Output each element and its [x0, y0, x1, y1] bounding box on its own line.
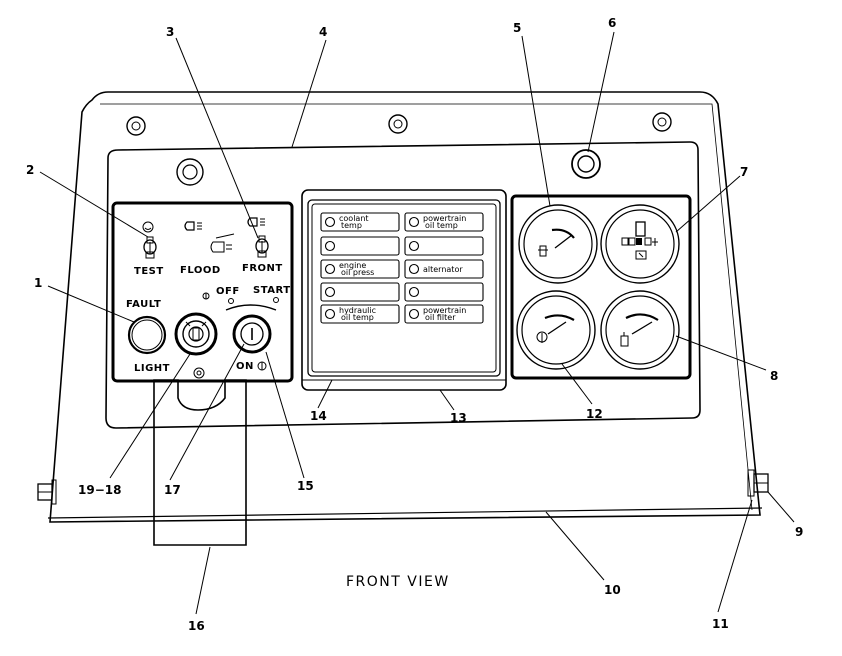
view-title: FRONT VIEW: [346, 574, 450, 590]
coolant-temp-gauge: [518, 204, 598, 284]
indicator-module-bezel: [311, 203, 497, 373]
callout-7: 7: [740, 165, 748, 179]
mounting-plate: [49, 91, 761, 523]
callout-19-18: 19−18: [78, 483, 121, 497]
on-label: ON: [236, 361, 254, 372]
front-toggle-switch[interactable]: [255, 235, 269, 258]
indicator-label: powertrain: [423, 214, 466, 223]
indicator-label: temp: [341, 221, 362, 230]
key-switch[interactable]: [174, 312, 218, 356]
indicator-label: coolant: [339, 214, 369, 223]
start-button[interactable]: [225, 297, 279, 371]
indicator-label: oil filter: [425, 313, 456, 322]
indicator-lamp-icon: [408, 263, 420, 275]
indicator-lamp: [404, 236, 484, 256]
indicator-lamp: [404, 282, 484, 302]
fault-light: [127, 315, 167, 355]
front-label: FRONT: [242, 263, 283, 274]
off-position-icon: [202, 292, 210, 300]
indicator-lamp-icon: [324, 240, 336, 252]
callout-numbers: 1 2 3 4 5 6 7 8 9 10 11 12 13 14 15 16 1…: [26, 16, 803, 633]
test-label: TEST: [134, 266, 164, 277]
indicator-label: oil temp: [341, 313, 374, 322]
indicator-lamp-icon: [408, 240, 420, 252]
callout-10: 10: [604, 583, 621, 597]
callout-16: 16: [188, 619, 205, 633]
indicator-label: oil temp: [425, 221, 458, 230]
fault-label: FAULT: [126, 299, 161, 310]
callout-15: 15: [297, 479, 314, 493]
callout-17: 17: [164, 483, 181, 497]
hydraulic-oil-temp-gauge: [516, 290, 596, 370]
left-switch-panel: [111, 201, 294, 383]
front-symbol-icon: [247, 217, 265, 227]
indicator-lamp: alternator: [404, 259, 484, 279]
callout-11: 11: [712, 617, 729, 631]
callout-4: 4: [319, 25, 327, 39]
start-label: START: [253, 285, 291, 296]
callout-2: 2: [26, 163, 34, 177]
indicator-label: oil press: [341, 268, 374, 277]
indicator-label: engine: [339, 261, 366, 270]
flood-lamp-icon: [210, 233, 235, 253]
mounting-plate-inner-edge: [100, 103, 753, 511]
light-label: LIGHT: [134, 363, 170, 374]
service-meter: [600, 204, 680, 284]
indicator-lamp-icon: [324, 216, 336, 228]
callout-13: 13: [450, 411, 467, 425]
indicator-lamp: [320, 282, 400, 302]
callout-5: 5: [513, 21, 521, 35]
indicator-lamp: [320, 236, 400, 256]
panel-mounting-holes: [176, 149, 601, 186]
off-label: OFF: [216, 286, 240, 297]
indicator-lamp-icon: [408, 286, 420, 298]
indicator-label: powertrain: [423, 306, 466, 315]
indicator-label: hydraulic: [339, 306, 376, 315]
indicator-lamp-icon: [324, 263, 336, 275]
indicator-lamp-icon: [324, 286, 336, 298]
indicator-lamp-icon: [408, 216, 420, 228]
callout-3: 3: [166, 25, 174, 39]
instrument-panel: [105, 141, 701, 429]
test-toggle-switch[interactable]: [143, 236, 157, 259]
side-bolt-right: [747, 469, 769, 497]
indicator-label: alternator: [423, 265, 463, 274]
indicator-module-inner: [307, 199, 501, 377]
side-bolt-left: [37, 479, 57, 505]
callout-1: 1: [34, 276, 42, 290]
plate-bottom-edge: [47, 507, 763, 519]
fuel-level-gauge: [600, 290, 680, 370]
flood-label: FLOOD: [180, 265, 221, 276]
callout-6: 6: [608, 16, 616, 30]
callout-8: 8: [770, 369, 778, 383]
plate-mounting-holes: [126, 112, 672, 136]
indicator-lamp-icon: [408, 308, 420, 320]
test-symbol-icon: [142, 221, 154, 233]
indicator-lamp-icon: [324, 308, 336, 320]
flood-symbol-icon: [184, 221, 202, 231]
indicator-module-frame: [301, 189, 507, 391]
callout-12: 12: [586, 407, 603, 421]
gauge-cluster-frame: [510, 194, 692, 380]
callout-14: 14: [310, 409, 327, 423]
leader-lines: [39, 31, 795, 615]
callout-9: 9: [795, 525, 803, 539]
cover-plate[interactable]: [153, 379, 247, 546]
cover-plate-symbol-icon: [193, 367, 205, 379]
